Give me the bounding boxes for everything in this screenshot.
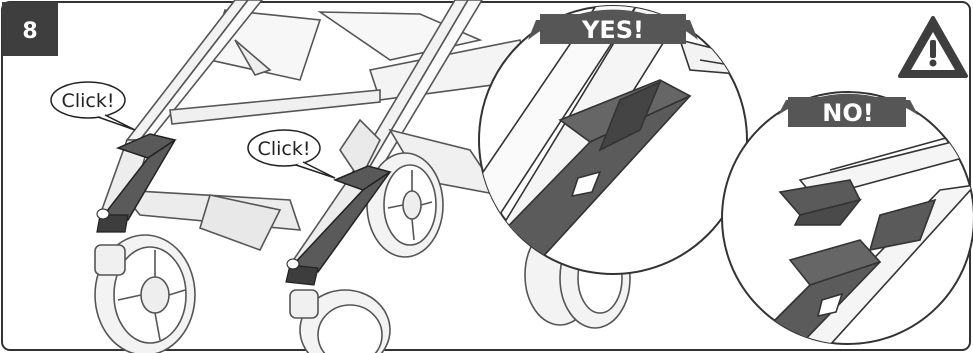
step-badge: 8 bbox=[2, 2, 58, 56]
no-label: NO! bbox=[822, 99, 873, 127]
step-number: 8 bbox=[22, 19, 37, 44]
click-label-right: Click! bbox=[258, 138, 311, 160]
yes-label: YES! bbox=[581, 16, 644, 44]
click-label-left: Click! bbox=[62, 90, 115, 112]
detail-no: NO! bbox=[722, 92, 973, 345]
front-left-wheel bbox=[95, 235, 195, 353]
front-right-wheel bbox=[290, 290, 390, 353]
